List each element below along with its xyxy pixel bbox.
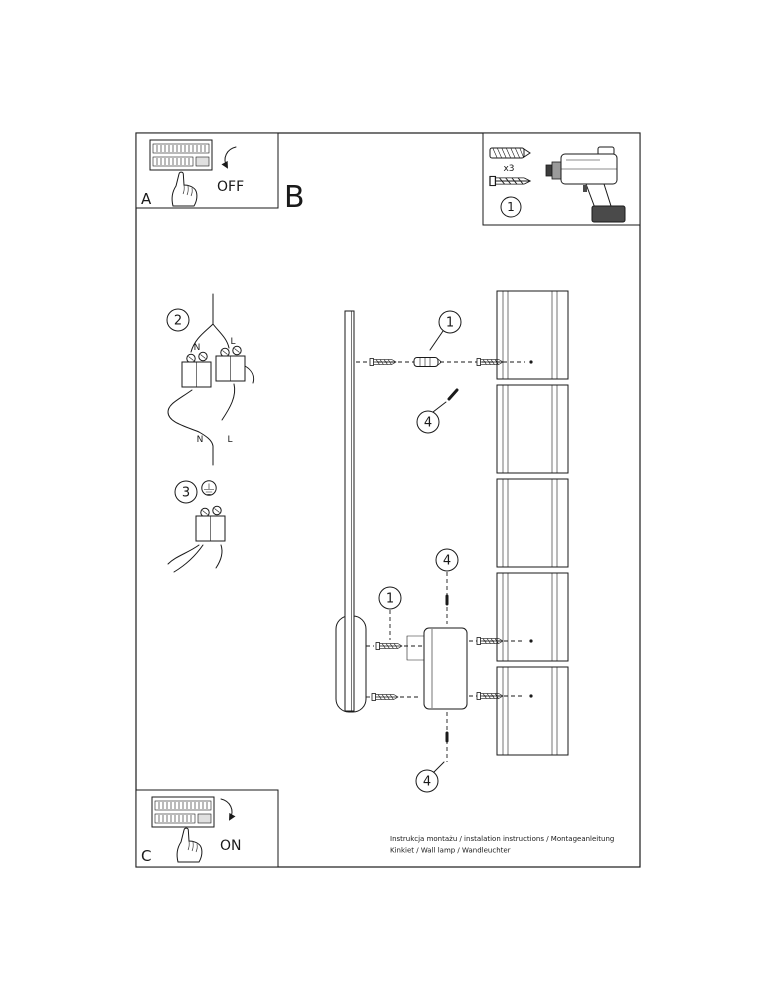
terminal-block-icon [181,351,212,388]
step-3-number: 3 [182,486,190,501]
drill-battery [591,205,626,223]
drill-icon [545,146,626,223]
panel-a-label: A [141,190,152,208]
screw-hole-dot [529,694,533,698]
screw-icon [489,175,531,187]
step-3-badge: 3 [174,480,198,504]
earth-ground-icon [201,480,217,496]
breaker-panel-icon [149,139,213,171]
power-off-label: OFF [217,179,244,195]
step-2-badge: 2 [166,308,190,332]
anchor-qty-label: x3 [503,164,514,174]
mounting-plate [423,627,468,710]
earth-wire-1 [167,544,200,565]
screw-hole-dot [529,360,533,364]
sheet-frame [135,132,641,868]
label-l-top: L [230,337,235,347]
step-1-badge: 1 [378,586,402,610]
lower-mounting-assembly: 4 1 4 [366,548,525,793]
terminal-block-icon [195,505,226,542]
screw-icon [369,358,397,366]
bracket-hook [406,635,424,661]
breaker-panel-icon [151,796,215,828]
step-1-badge: 1 [438,310,462,334]
power-on-label: ON [220,838,242,854]
label-n-top: N [194,343,201,353]
badge-pointer-line [429,330,444,351]
screw-icon [476,358,504,366]
drill-trigger [583,185,587,192]
screw-icon [476,637,504,645]
screw-hole-dot [529,639,533,643]
wall-lamp-profile [335,310,367,713]
wall-panel [496,572,569,662]
step-4-number: 4 [423,775,431,790]
wall-panel [496,290,569,380]
wire-l-down [221,383,236,421]
wire-stub [244,365,255,384]
earth-step: 3 [167,480,226,573]
wall-panel [496,384,569,474]
top-fixing-assembly: 1 4 [356,310,525,434]
rotate-arrow-icon [220,798,236,821]
label-l-bottom: L [227,435,232,445]
earth-wire-2 [173,544,204,573]
screw-icon [371,693,399,701]
section-b-label: B [284,180,305,215]
badge-pointer-line [433,761,445,773]
step-1-number: 1 [446,316,454,331]
wire-l-top [212,323,230,349]
step-2-number: 2 [174,314,182,329]
wiring-step: 2 N L N L [166,293,255,466]
step-4-badge: 4 [435,548,459,572]
step-4-number: 4 [443,554,451,569]
terminal-block-icon [215,345,246,382]
wire-n-top [190,323,214,353]
badge-pointer-line [432,401,447,413]
parts-box: x3 1 [482,132,641,226]
rotate-arrow-icon [221,146,237,169]
step-4-number: 4 [424,416,432,431]
footer-line-2: Kinkiet / Wall lamp / Wandleuchter [390,847,511,855]
screw-icon [476,692,504,700]
power-on-panel: C ON [135,789,279,868]
label-n-bottom: N [197,435,204,445]
panel-c-label: C [141,847,151,865]
wall-panels [496,290,569,756]
wire-n-loop [167,389,200,433]
lamp-bar [344,310,355,712]
step-4-badge: 4 [415,769,439,793]
wall-panel [496,478,569,568]
parts-step-number: 1 [507,200,515,214]
step-4-badge: 4 [416,410,440,434]
parts-step-badge: 1 [500,196,522,218]
earth-wire-3 [215,544,223,569]
footer-line-1: Instrukcja montażu / instalation instruc… [390,835,614,843]
pin-part [447,388,459,401]
screw-icon [375,642,403,650]
power-off-panel: A OFF [135,132,279,209]
wall-panel [496,666,569,756]
step-1-number: 1 [386,592,394,607]
cable-bottom [198,431,214,466]
wall-plug-icon [413,357,442,367]
wall-plug-icon [489,147,531,159]
